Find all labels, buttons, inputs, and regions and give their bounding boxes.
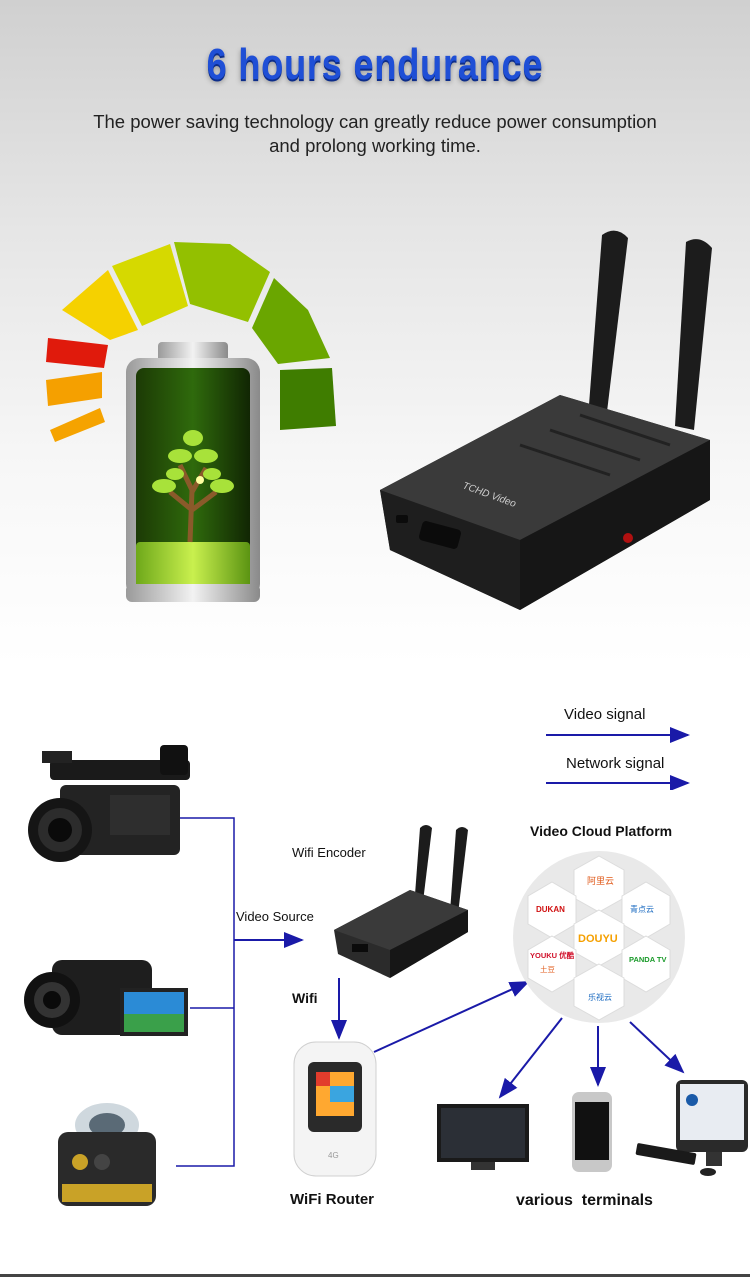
platform-douyu: DOUYU — [578, 933, 618, 945]
platform-dukan: DUKAN — [536, 905, 565, 914]
gauge-segments — [46, 242, 336, 442]
platform-aliyun: 阿里云 — [587, 876, 614, 886]
platform-youku: YOUKU 优酷 — [530, 950, 575, 960]
label-wifi-router: WiFi Router — [290, 1191, 375, 1208]
legend-video-signal: Video signal — [564, 706, 646, 723]
page-title: 6 hours endurance — [206, 40, 544, 89]
wifi-encoder-device: TCHD Video — [380, 230, 712, 610]
action-camera-icon — [58, 1103, 156, 1206]
label-cloud-platform: Video Cloud Platform — [530, 823, 673, 839]
label-wifi-encoder: Wifi Encoder — [292, 845, 366, 860]
subtitle-line-1: The power saving technology can greatly … — [93, 111, 657, 132]
legend-arrows — [546, 727, 690, 790]
platform-tudou: 土豆 — [540, 964, 555, 974]
phone-terminal-icon — [572, 1092, 612, 1172]
wifi-router-icon: 4G — [293, 1041, 377, 1177]
platform-pandatv: PANDA TV — [629, 955, 667, 964]
label-terminals: various terminals — [516, 1192, 653, 1209]
wifi-encoder-small-icon — [334, 825, 468, 978]
bottom-divider — [0, 1274, 750, 1277]
subtitle-line-2: and prolong working time. — [269, 135, 481, 156]
label-video-source: Video Source — [236, 909, 314, 924]
cloud-platform-graphic: 阿里云 DUKAN 青点云 DOUYU YOUKU 优酷 PANDA TV 土豆… — [513, 851, 685, 1023]
battery-gauge-illustration — [46, 242, 336, 602]
label-wifi: Wifi — [292, 990, 318, 1006]
power-button — [623, 533, 633, 543]
diagram-connections — [176, 817, 685, 1167]
antenna-right — [675, 239, 712, 430]
battery-icon — [126, 342, 260, 602]
platform-qingdianyun: 青点云 — [630, 904, 654, 914]
platform-letv: 乐视云 — [588, 992, 612, 1002]
tv-terminal-icon — [437, 1104, 529, 1170]
desktop-terminal-icon — [635, 1080, 748, 1176]
usb-port — [396, 515, 408, 523]
hdmi-port — [418, 521, 462, 549]
legend-network-signal: Network signal — [566, 755, 665, 772]
antenna-left — [588, 230, 628, 420]
camcorder-pro-icon — [28, 745, 190, 862]
page-subtitle: The power saving technology can greatly … — [60, 110, 690, 158]
svg-text:4G: 4G — [328, 1151, 339, 1160]
camcorder-consumer-icon — [24, 960, 188, 1036]
